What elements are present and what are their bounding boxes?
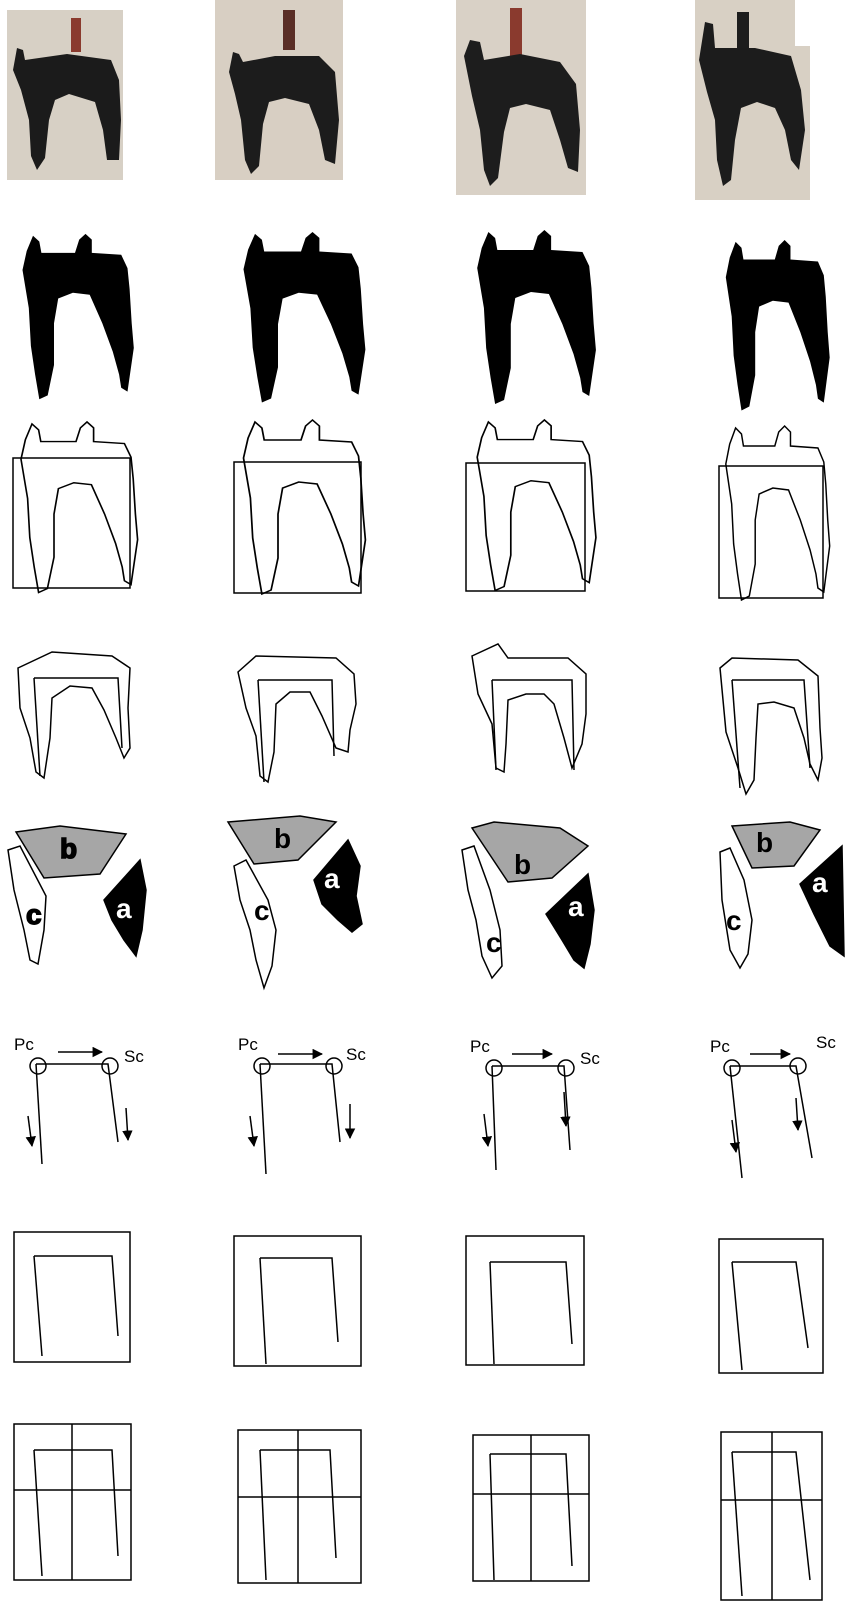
- skeleton-grid-2: [238, 1430, 361, 1583]
- photo-1: [7, 10, 123, 180]
- contour-skeleton-4: [720, 658, 822, 794]
- label-sc-3: Sc: [580, 1049, 600, 1068]
- contour-bbox-2: [234, 420, 365, 594]
- label-c-2: c: [254, 895, 270, 926]
- label-b-2: b: [274, 823, 291, 854]
- label-b-4: b: [756, 827, 773, 858]
- row-stroke-direction: Pc Sc Pc Sc Pc Sc: [14, 1033, 836, 1178]
- row-stroke-segmentation: b c a b c a b c a b c a: [8, 816, 844, 988]
- label-sc-2: Sc: [346, 1045, 366, 1064]
- contour-bbox-3: [466, 420, 596, 591]
- silhouette-4: [726, 240, 830, 411]
- segment-c-3: [462, 846, 502, 978]
- segmentation-3: b c a: [462, 822, 594, 978]
- contour-skeleton-3: [472, 644, 586, 772]
- row-contour-skeleton: [18, 644, 822, 794]
- row-skeleton-grid: [14, 1424, 822, 1600]
- label-sc-1: Sc: [124, 1047, 144, 1066]
- skeleton-grid-4: [721, 1432, 822, 1600]
- direction-1: Pc Sc: [14, 1035, 144, 1164]
- label-a-3: a: [568, 891, 584, 922]
- skeleton-box-4: [719, 1239, 823, 1373]
- label-pc-1: Pc: [14, 1035, 34, 1054]
- row-binary-silhouette: [23, 230, 830, 410]
- label-pc-4: Pc: [710, 1037, 730, 1056]
- point-sc-2: [326, 1058, 342, 1074]
- point-pc-3: [486, 1060, 502, 1076]
- label-b-1: b: [60, 833, 77, 864]
- silhouette-3: [477, 230, 596, 404]
- photo-4: [695, 0, 810, 200]
- label-c-4: c: [726, 905, 742, 936]
- contour-skeleton-2: [238, 656, 356, 782]
- silhouette-1: [23, 234, 134, 399]
- label-b-3: b: [514, 849, 531, 880]
- direction-3: Pc Sc: [470, 1037, 600, 1170]
- point-pc-1: [30, 1058, 46, 1074]
- direction-2: Pc Sc: [238, 1035, 366, 1174]
- row-contour-bbox: [13, 420, 830, 600]
- segmentation-2: b c a: [228, 816, 362, 988]
- point-pc-4: [724, 1060, 740, 1076]
- row-photograph: [7, 0, 810, 200]
- skeleton-box-1: [14, 1232, 130, 1362]
- label-c-3: c: [486, 927, 502, 958]
- point-pc-2: [254, 1058, 270, 1074]
- label-pc-2: Pc: [238, 1035, 258, 1054]
- segment-b-4: [732, 822, 820, 868]
- segmentation-1: b c a: [8, 826, 146, 964]
- photo-3: [456, 0, 586, 195]
- label-pc-3: Pc: [470, 1037, 490, 1056]
- direction-4: Pc Sc: [710, 1033, 836, 1178]
- contour-bbox-1: [13, 422, 138, 593]
- skeleton-grid-3: [473, 1435, 589, 1581]
- photo-2: [215, 0, 343, 180]
- silhouette-2: [244, 232, 366, 403]
- bounding-box-4: [719, 466, 823, 598]
- label-a-1: a: [116, 893, 132, 924]
- label-c-1: c: [26, 899, 42, 930]
- label-a-4: a: [812, 867, 828, 898]
- label-a-2: a: [324, 863, 340, 894]
- point-sc-1: [102, 1058, 118, 1074]
- skeleton-box-2: [234, 1236, 361, 1366]
- row-skeleton-box: [14, 1232, 823, 1373]
- point-sc-3: [558, 1060, 574, 1076]
- contour-bbox-4: [719, 426, 830, 600]
- segmentation-4: b c a: [720, 822, 844, 968]
- skeleton-box-3: [466, 1236, 584, 1365]
- segment-a-4: [800, 846, 844, 956]
- bounding-box-1: [13, 458, 130, 588]
- skeleton-grid-1: [14, 1424, 131, 1580]
- contour-skeleton-1: [18, 652, 130, 778]
- label-sc-4: Sc: [816, 1033, 836, 1052]
